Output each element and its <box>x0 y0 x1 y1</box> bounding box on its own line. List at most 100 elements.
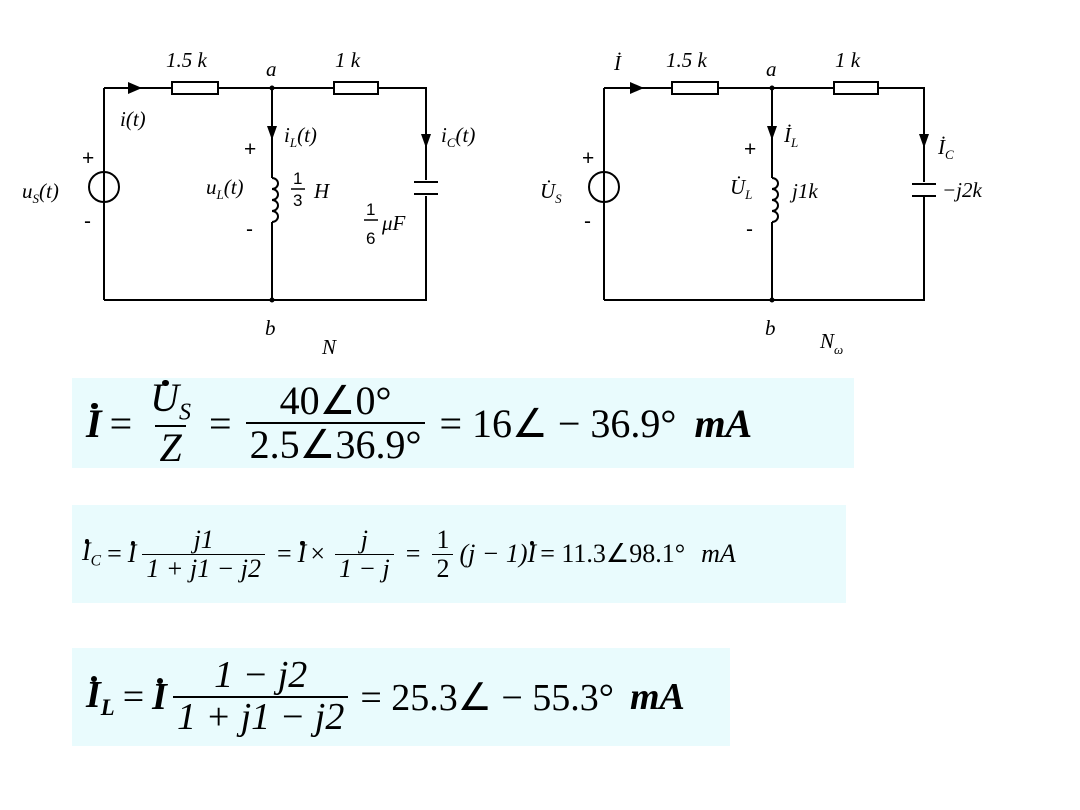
eq1-result: = 16∠ − 36.9° <box>439 400 677 446</box>
eq2-equals: = <box>107 539 122 568</box>
eq3-unit: mA <box>630 676 685 718</box>
eq2-equals-2: = <box>276 539 292 568</box>
label-node-a: a <box>766 57 777 81</box>
circuit-nw-nodes <box>630 82 929 303</box>
label-inductance-den: 3 <box>293 191 302 210</box>
label-r1: 1.5 k <box>666 48 708 72</box>
eq3-equals: = <box>122 676 145 718</box>
resistor-1-5k <box>171 81 219 95</box>
label-source-plus: + <box>82 147 94 170</box>
label-node-b: b <box>265 316 276 340</box>
eq2-expr: (j − 1) <box>459 539 528 568</box>
eq2-unit: mA <box>701 539 736 568</box>
circuit-diagrams: 1.5 k a 1 k i(t) iL(t) iC(t) + - uS(t) +… <box>22 48 983 359</box>
inductor-icon <box>771 177 779 223</box>
resistor-1k <box>333 81 379 95</box>
arrow-i-icon <box>128 82 142 94</box>
node-b-dot <box>769 297 775 303</box>
label-circuit-name: N <box>321 335 337 359</box>
inductor-icon <box>271 177 279 223</box>
label-ul-plus: + <box>244 138 256 161</box>
label-current-ic: iC(t) <box>441 123 475 150</box>
eq2-f1-num: j1 <box>193 525 214 555</box>
eq2-f2-num: j <box>360 525 368 555</box>
eq2-f3-den: 2 <box>432 553 454 582</box>
eq2-f1-den: 1 + j1 − j2 <box>142 553 265 582</box>
label-capacitance-den: 6 <box>366 229 375 248</box>
eq1-equals-2: = <box>209 400 232 446</box>
wire-top-right <box>878 87 925 182</box>
label-source: U̇S <box>540 179 562 206</box>
label-inductance-unit: H <box>313 179 331 203</box>
label-source-plus: + <box>582 147 594 170</box>
label-r1: 1.5 k <box>166 48 208 72</box>
eq3-i1: I <box>152 676 167 718</box>
eq2-lhs: IC <box>82 537 102 570</box>
circuit-nw-labels: İ 1.5 k a 1 k İL İC + - U̇S + - U̇L j1k … <box>540 48 983 357</box>
label-r2: 1 k <box>335 48 361 72</box>
label-source: uS(t) <box>22 179 59 206</box>
arrow-i-icon <box>630 82 644 94</box>
eq1-lhs: I <box>86 400 102 446</box>
circuit-n-labels: 1.5 k a 1 k i(t) iL(t) iC(t) + - uS(t) +… <box>22 48 475 359</box>
capacitor-icon <box>414 181 438 195</box>
label-ul-minus: - <box>746 218 753 241</box>
eq2-f3-num: 1 <box>436 525 450 555</box>
label-capacitor-impedance: −j2k <box>942 178 983 202</box>
eq1-f1-num: US <box>150 374 192 426</box>
label-capacitance-num: 1 <box>366 200 375 219</box>
equation-current-total: I = US Z = 40∠0° 2.5∠36.9° = 16∠ − 36.9°… <box>72 374 854 470</box>
label-inductor-impedance: j1k <box>789 179 818 203</box>
label-circuit-name: Nω <box>819 329 843 357</box>
label-node-b: b <box>765 316 776 340</box>
eq3-lhs: IL <box>86 674 115 720</box>
label-current-i: İ <box>613 51 622 75</box>
eq2-equals-3: = <box>405 539 421 568</box>
label-current-il: iL(t) <box>284 123 317 150</box>
eq1-fraction-values: 40∠0° 2.5∠36.9° <box>245 380 426 466</box>
wire-top-right <box>378 87 427 180</box>
eq3-fraction: 1 − j2 1 + j1 − j2 <box>172 654 349 738</box>
label-current-i: i(t) <box>120 107 146 131</box>
eq1-f1-den: Z <box>155 425 186 469</box>
label-ul: uL(t) <box>206 175 244 202</box>
arrow-il-icon <box>767 126 777 140</box>
wire-bottom <box>604 196 925 301</box>
eq2-result: = 11.3∠98.1° <box>540 539 686 568</box>
label-ul-minus: - <box>246 218 253 241</box>
node-b-dot <box>269 297 275 303</box>
node-a-dot <box>269 85 275 91</box>
resistor-1k <box>833 81 879 95</box>
wire-bottom <box>104 196 427 301</box>
label-current-il: İL <box>783 123 798 150</box>
label-source-minus: - <box>584 210 591 233</box>
eq2-i3: I <box>527 539 537 568</box>
eq2-i2: I <box>297 539 307 568</box>
equation-current-capacitor: IC = I j1 1 + j1 − j2 = I × j 1 − j = 1 … <box>72 505 846 603</box>
eq2-fraction-half: 1 2 <box>432 525 454 582</box>
eq1-f2-den: 2.5∠36.9° <box>245 422 426 466</box>
circuit-n-nodes <box>128 82 431 303</box>
label-inductance-num: 1 <box>293 169 302 188</box>
label-ul: U̇L <box>730 175 752 202</box>
eq3-f1-num: 1 − j2 <box>214 654 308 697</box>
eq2-f2-den: 1 − j <box>334 553 394 582</box>
eq2-i1: I <box>127 539 137 568</box>
label-current-ic: İC <box>937 135 954 162</box>
label-capacitance-unit: μF <box>381 211 406 235</box>
arrow-ic-icon <box>421 134 431 148</box>
eq1-fraction-us-over-z: US Z <box>146 374 195 470</box>
label-r2: 1 k <box>835 48 861 72</box>
label-source-minus: - <box>84 210 91 233</box>
eq3-f1-den: 1 + j1 − j2 <box>172 696 349 738</box>
label-ul-plus: + <box>744 138 756 161</box>
eq1-equals: = <box>109 400 133 446</box>
circuit-n <box>88 81 438 301</box>
eq1-unit: mA <box>694 400 753 446</box>
eq3-result: = 25.3∠ − 55.3° <box>360 676 614 719</box>
circuit-nw <box>588 81 936 301</box>
capacitor-icon <box>912 183 936 197</box>
eq2-times: × <box>310 539 325 568</box>
equation-current-inductor: IL = I 1 − j2 1 + j1 − j2 = 25.3∠ − 55.3… <box>72 648 730 746</box>
eq2-fraction-1: j1 1 + j1 − j2 <box>142 526 265 582</box>
